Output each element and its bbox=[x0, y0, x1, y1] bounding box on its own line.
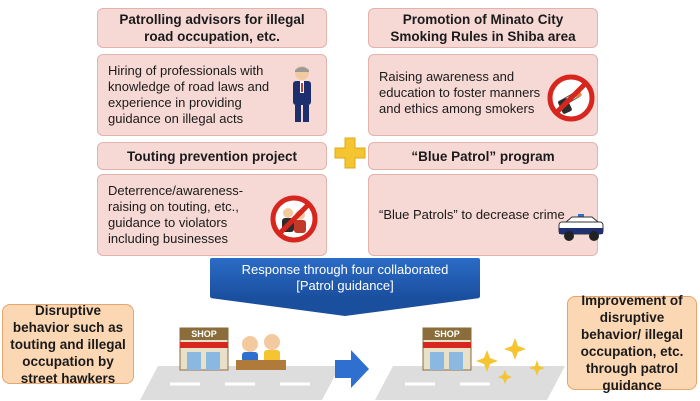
card-title: Touting prevention project bbox=[97, 142, 327, 170]
street-scene-before bbox=[140, 327, 340, 400]
street-scene-after bbox=[375, 327, 565, 400]
card-text: “Blue Patrols” to decrease crime bbox=[379, 207, 565, 222]
no-smoking-icon bbox=[547, 74, 595, 122]
response-banner: Response through four collaborated [Patr… bbox=[210, 258, 480, 298]
card-text: Raising awareness and education to foste… bbox=[379, 69, 541, 116]
sparkle-icon bbox=[529, 360, 545, 376]
advisor-person-icon bbox=[293, 66, 311, 122]
down-arrow-icon bbox=[210, 298, 480, 316]
left-note: Disruptive behavior such as touting and … bbox=[2, 303, 134, 386]
card-title: “Blue Patrol” program bbox=[368, 142, 598, 170]
right-arrow-icon bbox=[335, 350, 369, 388]
sparkle-icon bbox=[498, 370, 512, 384]
banner-line2: [Patrol guidance] bbox=[296, 278, 394, 293]
card-text: Deterrence/awareness-raising on touting,… bbox=[108, 183, 244, 246]
sparkle-icon bbox=[504, 338, 526, 360]
shop-sign-right: SHOP bbox=[434, 329, 460, 339]
sparkle-icon bbox=[476, 350, 498, 372]
no-touting-icon bbox=[270, 195, 318, 243]
card-body: Hiring of professionals with knowledge o… bbox=[97, 54, 327, 136]
card-title: Promotion of Minato City Smoking Rules i… bbox=[368, 8, 598, 48]
right-note: Improvement of disruptive behavior/ ille… bbox=[567, 293, 697, 393]
plus-icon bbox=[334, 137, 366, 169]
card-body: Raising awareness and education to foste… bbox=[368, 54, 598, 136]
banner-line1: Response through four collaborated bbox=[241, 262, 449, 277]
card-text: Hiring of professionals with knowledge o… bbox=[108, 63, 270, 126]
card-body: “Blue Patrols” to decrease crime bbox=[368, 174, 598, 256]
card-title: Patrolling advisors for illegal road occ… bbox=[97, 8, 327, 48]
patrol-car-icon bbox=[558, 214, 604, 241]
shop-sign-left: SHOP bbox=[191, 329, 217, 339]
